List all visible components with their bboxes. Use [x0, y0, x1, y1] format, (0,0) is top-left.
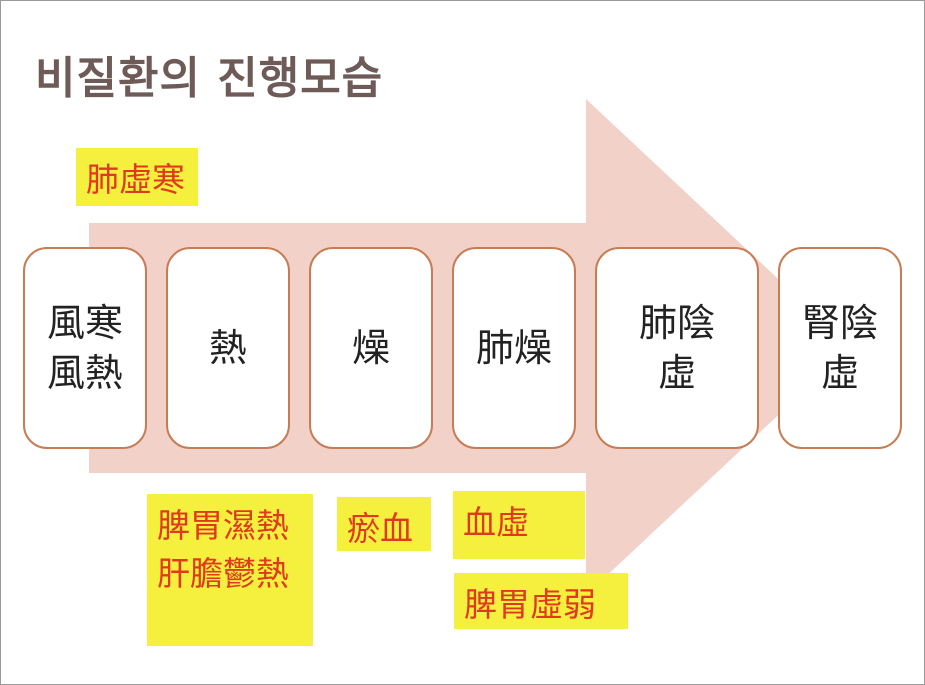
note-bottom-2: 瘀血 [337, 497, 431, 551]
stage-box-3: 燥 [309, 247, 433, 449]
stage-box-4: 肺燥 [452, 247, 576, 449]
stage-label-3: 燥 [351, 326, 390, 370]
note-top: 肺虛寒 [76, 148, 198, 206]
stage-box-1: 風寒 風熱 [23, 247, 147, 449]
note-bottom-3: 血虛 [453, 491, 585, 559]
slide-title: 비질환의 진행모습 [35, 53, 384, 104]
note-bottom-4: 脾胃虛弱 [454, 573, 628, 629]
stage-label-5: 肺陰 虛 [638, 301, 715, 395]
stage-label-2: 熱 [208, 326, 247, 370]
stage-label-4: 肺燥 [475, 326, 552, 370]
stage-box-2: 熱 [166, 247, 290, 449]
stage-box-6: 腎陰 虛 [778, 247, 902, 449]
stage-label-1: 風寒 風熱 [46, 301, 123, 395]
stage-box-5: 肺陰 虛 [595, 247, 759, 449]
note-bottom-1: 脾胃濕熱 肝膽鬱熱 [147, 494, 313, 646]
stage-label-6: 腎陰 虛 [801, 301, 878, 395]
